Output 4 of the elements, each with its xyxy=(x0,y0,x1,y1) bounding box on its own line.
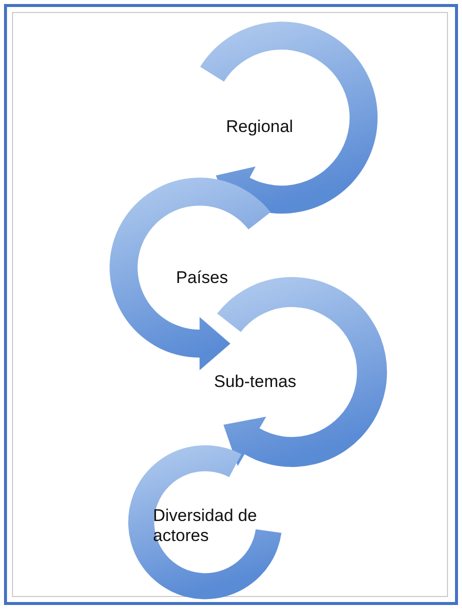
stage-label: Regional xyxy=(226,117,294,137)
stage-label: Diversidad de actores xyxy=(152,506,258,546)
stage-label: Países xyxy=(176,268,228,288)
stage-label: Sub-temas xyxy=(214,372,296,392)
